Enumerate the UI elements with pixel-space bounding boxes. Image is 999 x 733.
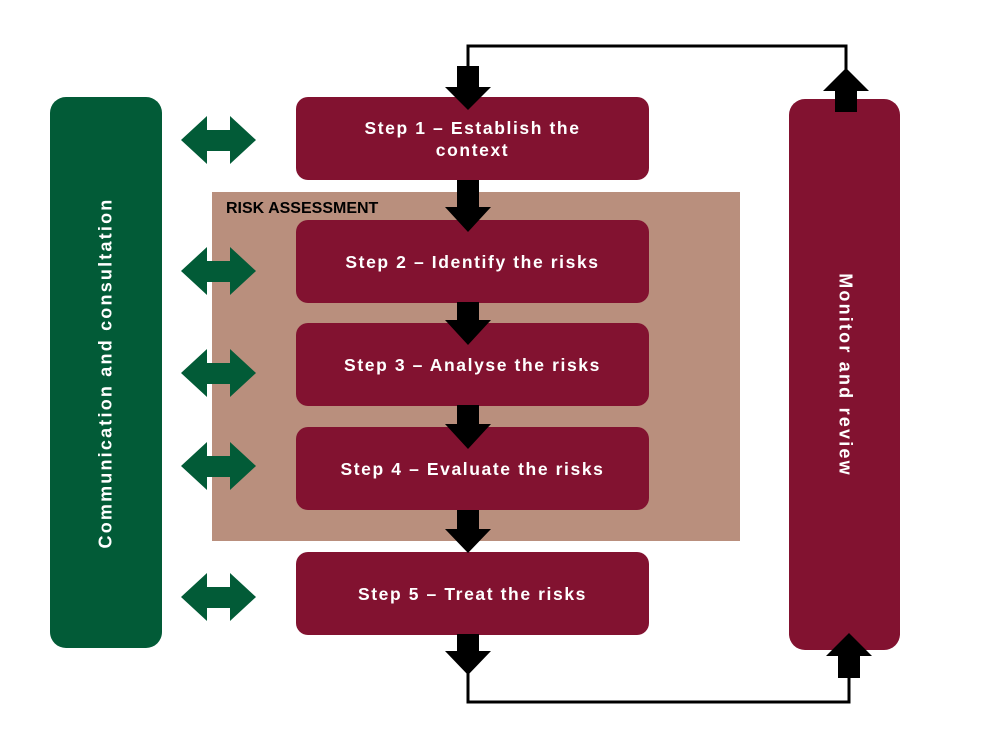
double-arrow-icon	[181, 573, 256, 621]
step-4-box: Step 4 – Evaluate the risks	[296, 427, 649, 510]
step-4-label: Step 4 – Evaluate the risks	[340, 458, 605, 479]
communication-consultation-bar: Communication and consultation	[50, 97, 162, 648]
monitor-review-label: Monitor and review	[835, 272, 855, 477]
step-1-label: Step 1 – Establish the context	[364, 117, 581, 160]
step-5-label: Step 5 – Treat the risks	[357, 583, 588, 604]
double-arrow-icon	[181, 116, 256, 164]
feedback-loop-top-line	[466, 44, 848, 70]
step-1-box: Step 1 – Establish the context	[296, 97, 649, 180]
communication-consultation-label: Communication and consultation	[95, 196, 116, 549]
risk-assessment-label: RISK ASSESSMENT	[226, 200, 379, 217]
feedback-loop-bottom-line	[466, 672, 851, 704]
step-5-box: Step 5 – Treat the risks	[296, 552, 649, 635]
step-2-label: Step 2 – Identify the risks	[345, 251, 600, 272]
step-3-box: Step 3 – Analyse the risks	[296, 323, 649, 406]
down-arrow-icon	[445, 634, 491, 675]
monitor-review-bar: Monitor and review	[789, 99, 900, 650]
step-3-label: Step 3 – Analyse the risks	[344, 354, 601, 375]
step-2-box: Step 2 – Identify the risks	[296, 220, 649, 303]
